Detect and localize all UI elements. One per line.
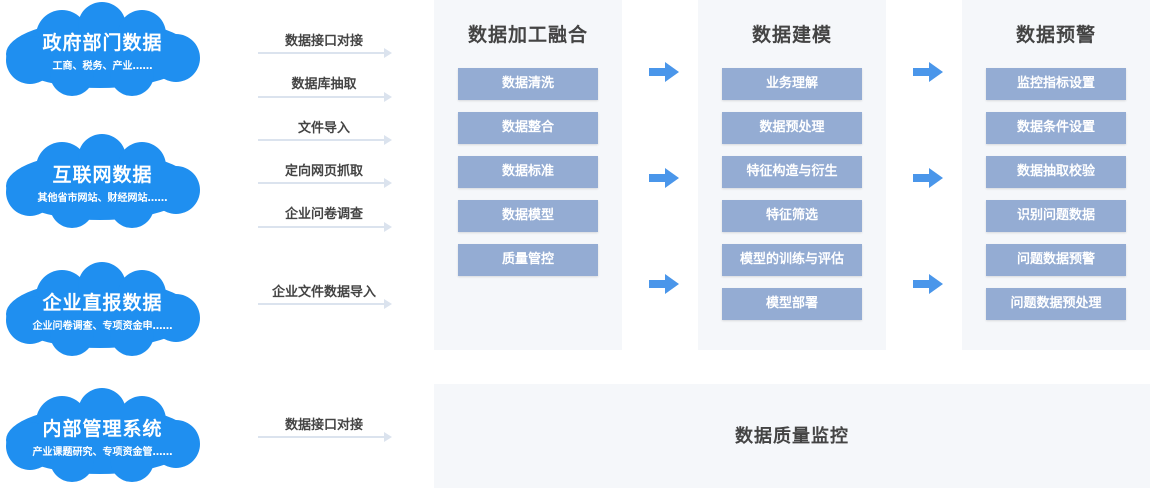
- panel-data-processing: 数据加工融合 数据清洗 数据整合 数据标准 数据模型 质量管控: [434, 0, 622, 350]
- modeling-step: 业务理解: [722, 68, 862, 100]
- flow-arrow-icon: [913, 274, 943, 294]
- flow-arrow-icon: [649, 274, 679, 294]
- modeling-step: 特征构造与衍生: [722, 156, 862, 188]
- quality-monitoring-title: 数据质量监控: [735, 426, 849, 447]
- source-title: 内部管理系统: [42, 418, 163, 440]
- process-step: 质量管控: [458, 244, 598, 276]
- modeling-step: 模型的训练与评估: [722, 244, 862, 276]
- process-step: 数据清洗: [458, 68, 598, 100]
- cloud-icon: [6, 262, 200, 356]
- flow-arrow-icon: [913, 168, 943, 188]
- flow-arrow-icon: [649, 168, 679, 188]
- method-arrow: [258, 135, 392, 145]
- source-title: 政府部门数据: [42, 32, 163, 54]
- method-arrow: [258, 222, 392, 232]
- method-label: 数据库抽取: [291, 77, 357, 92]
- source-cloud-enterprise: 企业直报数据 企业问卷调查、专项资金申……: [0, 262, 205, 360]
- source-cloud-internet: 互联网数据 其他省市网站、财经网站……: [0, 134, 205, 232]
- modeling-step: 数据预处理: [722, 112, 862, 144]
- warning-step: 数据条件设置: [986, 112, 1126, 144]
- method-arrow: [258, 48, 392, 58]
- method-label: 数据接口对接: [284, 418, 363, 433]
- panel-title: 数据预警: [1015, 24, 1096, 46]
- source-subtitle: 企业问卷调查、专项资金申……: [32, 321, 173, 332]
- source-subtitle: 其他省市网站、财经网站……: [37, 193, 168, 204]
- source-cloud-government: 政府部门数据 工商、税务、产业……: [0, 2, 205, 100]
- source-title: 企业直报数据: [42, 292, 163, 314]
- flow-arrow-icon: [913, 62, 943, 82]
- panel-title: 数据加工融合: [467, 24, 588, 46]
- cloud-icon: [6, 388, 200, 482]
- flow-arrow-icon: [649, 62, 679, 82]
- warning-step: 问题数据预处理: [986, 288, 1126, 320]
- panel-title: 数据建模: [751, 24, 832, 46]
- source-title: 互联网数据: [52, 164, 153, 186]
- source-cloud-internal: 内部管理系统 产业课题研究、专项资金管……: [0, 388, 205, 486]
- method-label: 数据接口对接: [284, 34, 363, 49]
- source-subtitle: 工商、税务、产业……: [52, 61, 153, 72]
- source-subtitle: 产业课题研究、专项资金管……: [32, 447, 173, 458]
- method-label: 文件导入: [297, 121, 350, 136]
- modeling-step: 模型部署: [722, 288, 862, 320]
- warning-step: 问题数据预警: [986, 244, 1126, 276]
- method-label: 企业问卷调查: [284, 207, 363, 222]
- cloud-icon: [6, 134, 200, 228]
- process-step: 数据模型: [458, 200, 598, 232]
- warning-step: 监控指标设置: [986, 68, 1126, 100]
- method-arrow: [258, 92, 392, 102]
- panel-data-warning: 数据预警 监控指标设置 数据条件设置 数据抽取校验 识别问题数据 问题数据预警 …: [962, 0, 1150, 350]
- warning-step: 数据抽取校验: [986, 156, 1126, 188]
- panel-quality-monitoring: 数据质量监控: [434, 384, 1150, 488]
- method-arrow: [258, 432, 392, 442]
- panel-data-modeling: 数据建模 业务理解 数据预处理 特征构造与衍生 特征筛选 模型的训练与评估 模型…: [698, 0, 886, 350]
- cloud-icon: [6, 2, 200, 96]
- process-step: 数据标准: [458, 156, 598, 188]
- warning-step: 识别问题数据: [986, 200, 1126, 232]
- process-step: 数据整合: [458, 112, 598, 144]
- modeling-step: 特征筛选: [722, 200, 862, 232]
- method-label: 定向网页抓取: [284, 164, 363, 179]
- method-arrow: [258, 299, 392, 309]
- method-label: 企业文件数据导入: [271, 285, 376, 300]
- method-arrow: [258, 178, 392, 188]
